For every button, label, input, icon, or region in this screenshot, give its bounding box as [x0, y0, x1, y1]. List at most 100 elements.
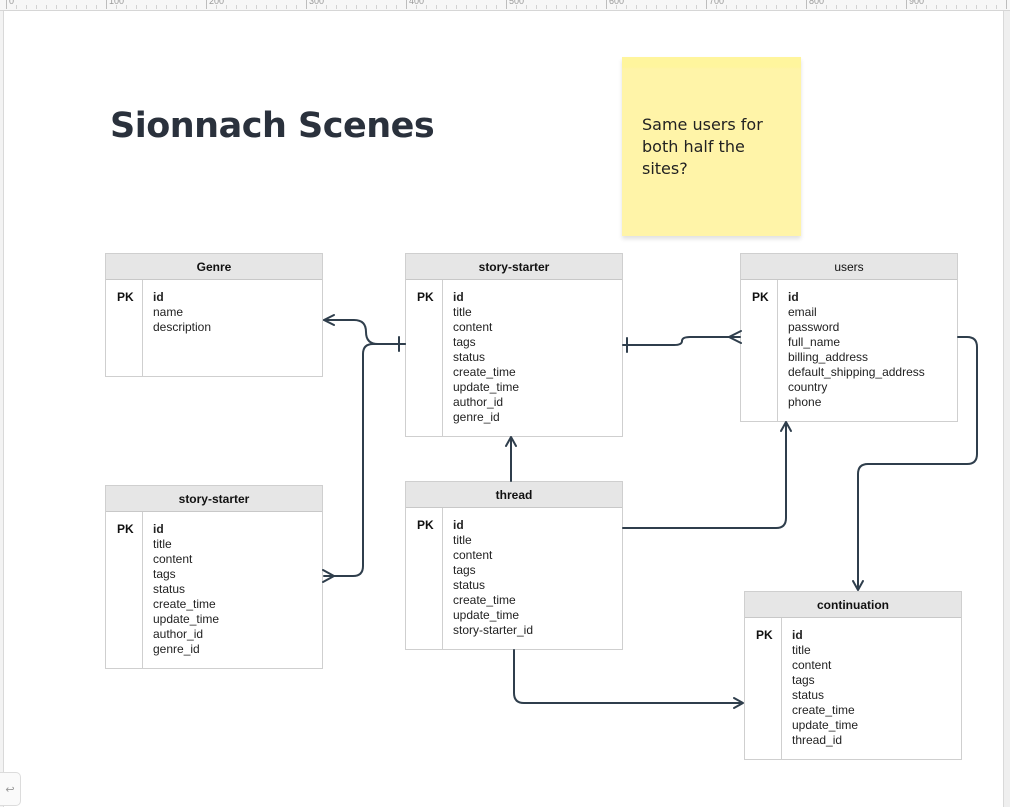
undo-icon[interactable]: ↩ [0, 772, 21, 806]
ruler-tick [916, 5, 917, 9]
ruler-tick [416, 5, 417, 9]
entity-field: tags [453, 563, 476, 577]
ruler-tick [896, 5, 897, 9]
ruler-tick [326, 5, 327, 9]
entity-field: default_shipping_address [788, 365, 925, 379]
sticky-note[interactable]: Same users for both half the sites? [622, 57, 801, 236]
canvas-edge [1004, 11, 1010, 807]
ruler-tick [306, 0, 307, 9]
ruler-tick [406, 0, 407, 9]
ruler-tick [456, 5, 457, 9]
ruler-tick [136, 5, 137, 9]
ruler-tick [826, 5, 827, 9]
ruler-tick [86, 5, 87, 9]
entity-field: update_time [453, 380, 520, 394]
ruler-tick [116, 5, 117, 9]
diagram-title[interactable]: Sionnach Scenes [110, 106, 435, 146]
ruler-tick [126, 5, 127, 9]
ruler-tick [976, 5, 977, 9]
entity-field: status [453, 350, 486, 364]
sticky-note-text: Same users for both half the sites? [642, 115, 763, 178]
ruler-label: 700 [709, 0, 725, 6]
ruler-tick [466, 5, 467, 9]
ruler-tick [506, 0, 507, 9]
ruler-tick [476, 5, 477, 9]
ruler-tick [396, 5, 397, 9]
ruler-tick [816, 5, 817, 9]
ruler-label: 400 [409, 0, 425, 6]
ruler-tick [256, 5, 257, 9]
ruler-tick [786, 5, 787, 9]
entity-field: create_time [792, 703, 855, 717]
ruler-tick [216, 5, 217, 9]
pk-column: PK [106, 512, 143, 668]
ruler-tick [576, 5, 577, 9]
entity-field: billing_address [788, 350, 869, 364]
ruler-tick [516, 5, 517, 9]
ruler-tick [286, 5, 287, 9]
entity-field: name [153, 305, 184, 319]
pk-label: PK [117, 522, 134, 536]
ruler-tick [436, 5, 437, 9]
entity-header: thread [406, 482, 622, 508]
entity-field: update_time [792, 718, 859, 732]
ruler-tick [166, 5, 167, 9]
ruler-tick [426, 5, 427, 9]
ruler-tick [146, 5, 147, 9]
pk-label: PK [417, 518, 434, 532]
entity-field: country [788, 380, 828, 394]
ruler-tick [386, 5, 387, 9]
ruler-tick [856, 5, 857, 9]
ruler-tick [696, 5, 697, 9]
ruler-tick [666, 5, 667, 9]
ruler-tick [996, 5, 997, 9]
ruler-tick [6, 0, 7, 9]
ruler-tick [96, 5, 97, 9]
entity-header: continuation [745, 592, 961, 618]
ruler-tick [596, 5, 597, 9]
ruler-tick [296, 5, 297, 9]
ruler-tick [566, 5, 567, 9]
ruler-tick [746, 5, 747, 9]
ruler-tick [966, 5, 967, 9]
pk-label: PK [417, 290, 434, 304]
entity-field: id [788, 290, 799, 304]
ruler-tick [156, 5, 157, 9]
ruler-tick [46, 5, 47, 9]
ruler-tick [266, 5, 267, 9]
entity-header: story-starter [406, 254, 622, 280]
entity-field: content [153, 552, 193, 566]
pk-column: PK [745, 618, 782, 759]
entity-field: full_name [788, 335, 841, 349]
ruler-tick [226, 5, 227, 9]
entity-field: author_id [153, 627, 204, 641]
ruler-tick [526, 5, 527, 9]
ruler-tick [176, 5, 177, 9]
ruler-tick [276, 5, 277, 9]
ruler-tick [616, 5, 617, 9]
entity-field: content [453, 320, 493, 334]
ruler-tick [656, 5, 657, 9]
entity-field: content [792, 658, 832, 672]
pk-label: PK [117, 290, 134, 304]
entity-field: genre_id [153, 642, 200, 656]
entity-field: tags [792, 673, 815, 687]
entity-field: update_time [453, 608, 520, 622]
ruler-tick [496, 5, 497, 9]
ruler-tick [796, 5, 797, 9]
pk-label: PK [756, 628, 773, 642]
ruler-tick [376, 5, 377, 9]
ruler-tick [946, 5, 947, 9]
ruler-tick [556, 5, 557, 9]
ruler-tick [536, 5, 537, 9]
ruler-tick [316, 5, 317, 9]
